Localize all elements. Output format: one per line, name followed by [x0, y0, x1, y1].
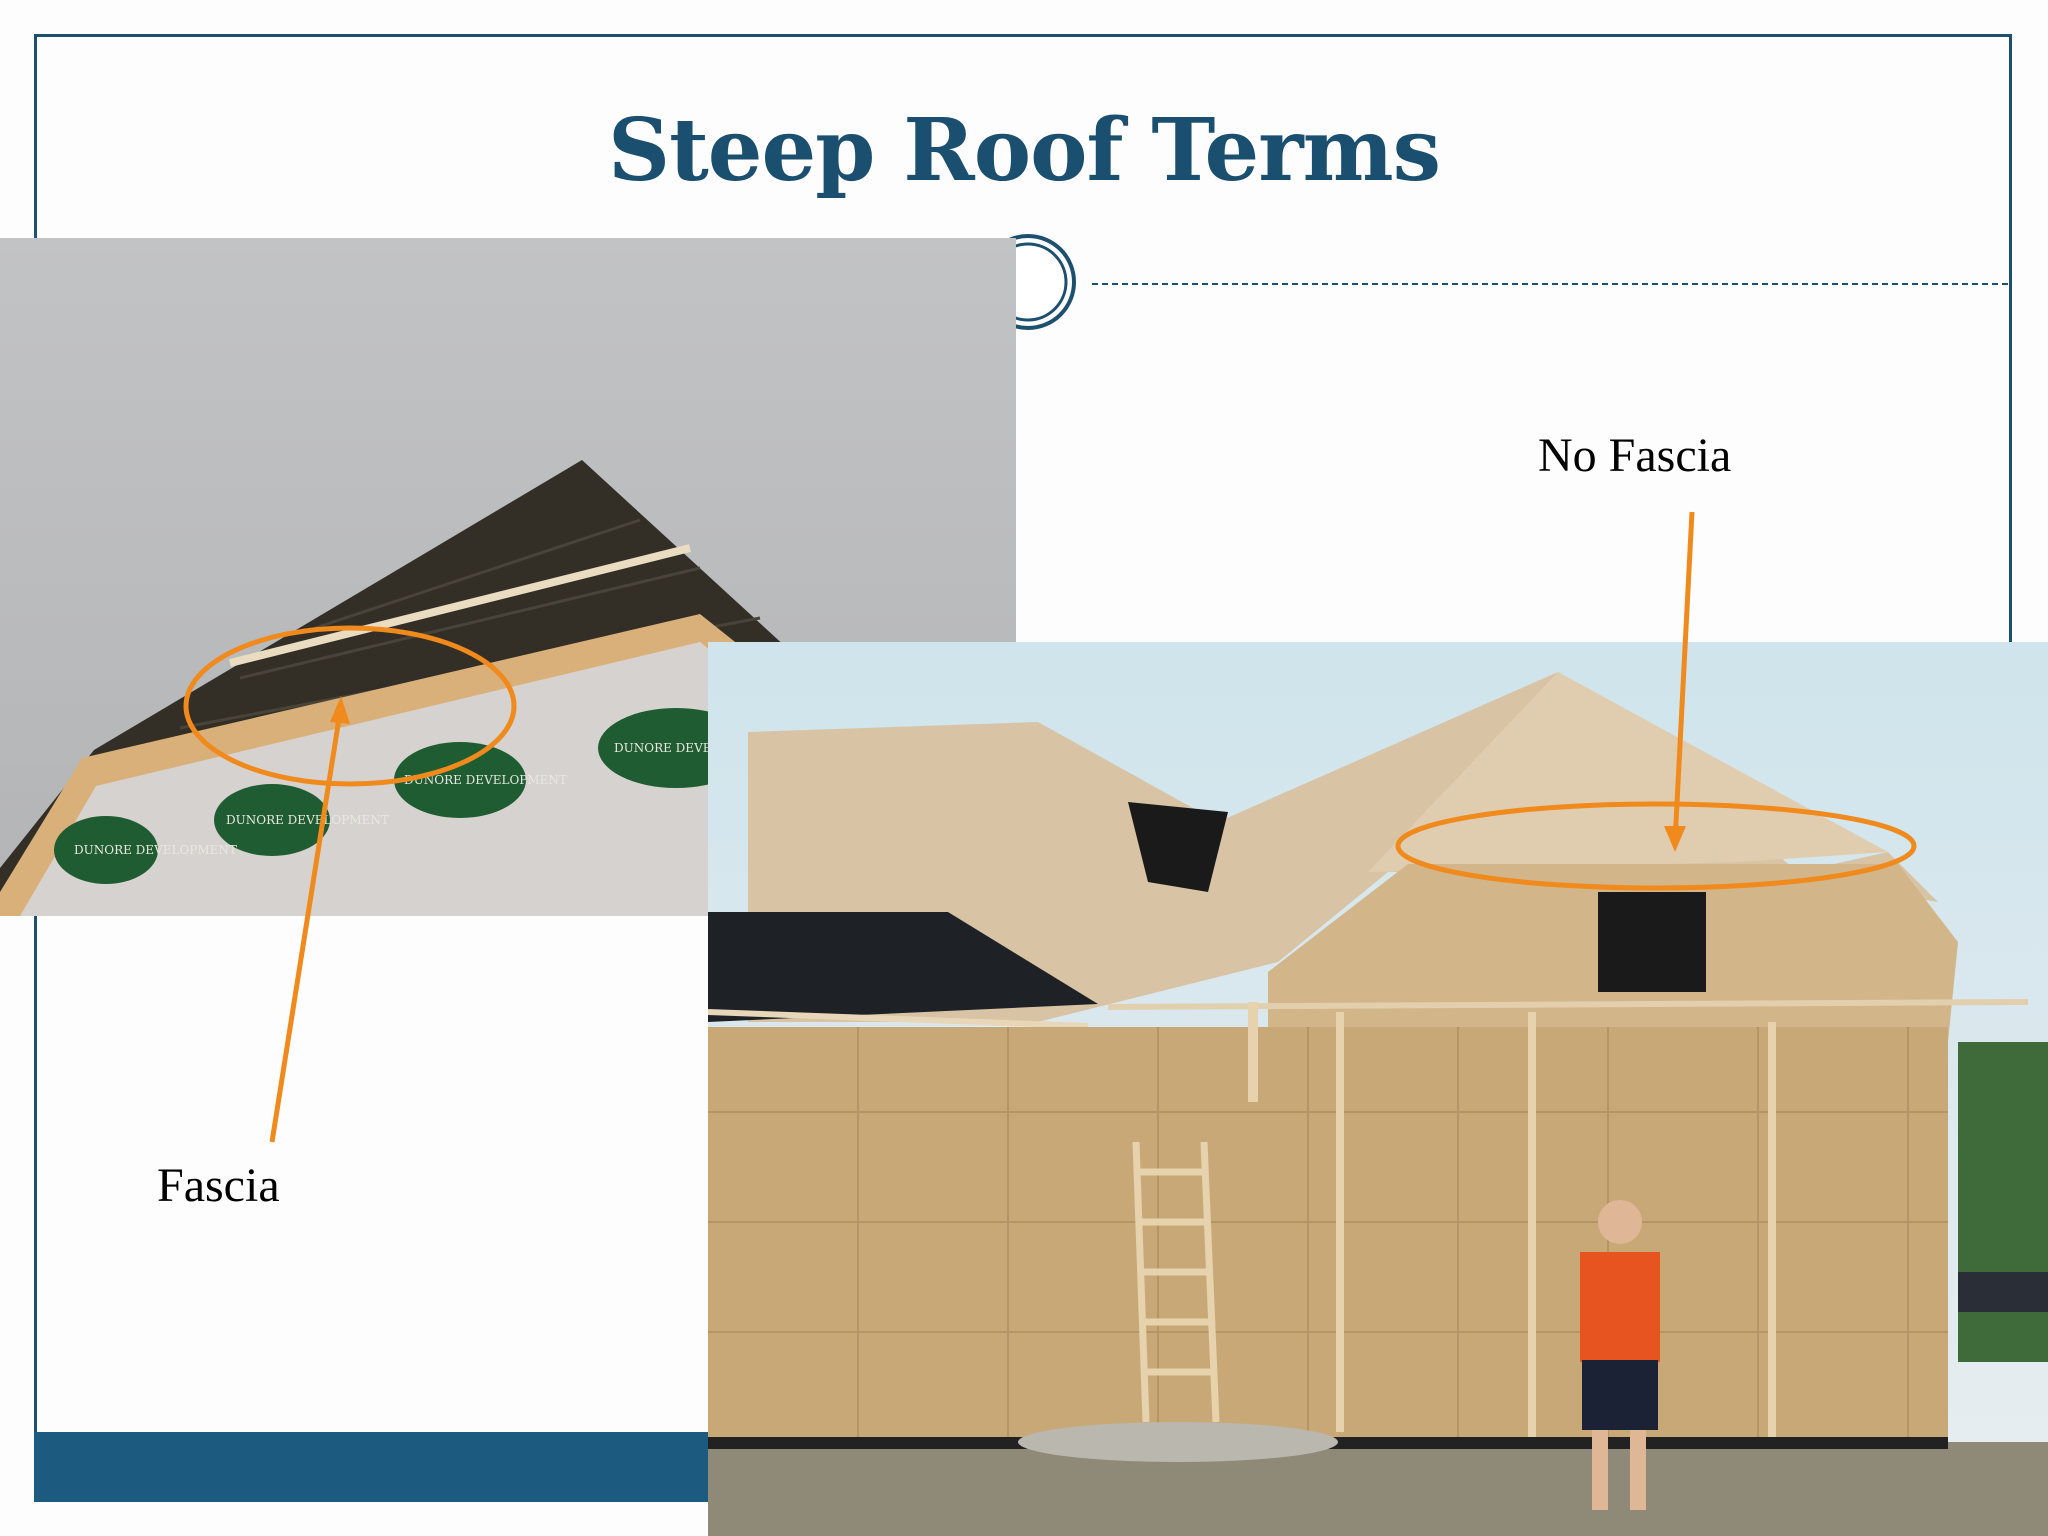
sign-text: DUNORE DEVELOPMENT	[226, 813, 389, 827]
sign-text: DUNORE DEVELOPMENT	[74, 843, 237, 857]
no-fascia-label: No Fascia	[1538, 429, 1732, 482]
footer-bar	[34, 1432, 724, 1502]
slide-title: Steep Roof Terms	[607, 100, 1441, 201]
fascia-label: Fascia	[157, 1159, 280, 1212]
no-fascia-photo	[708, 642, 2048, 1536]
sign-text: DUNORE DEVELOPMENT	[404, 773, 567, 787]
